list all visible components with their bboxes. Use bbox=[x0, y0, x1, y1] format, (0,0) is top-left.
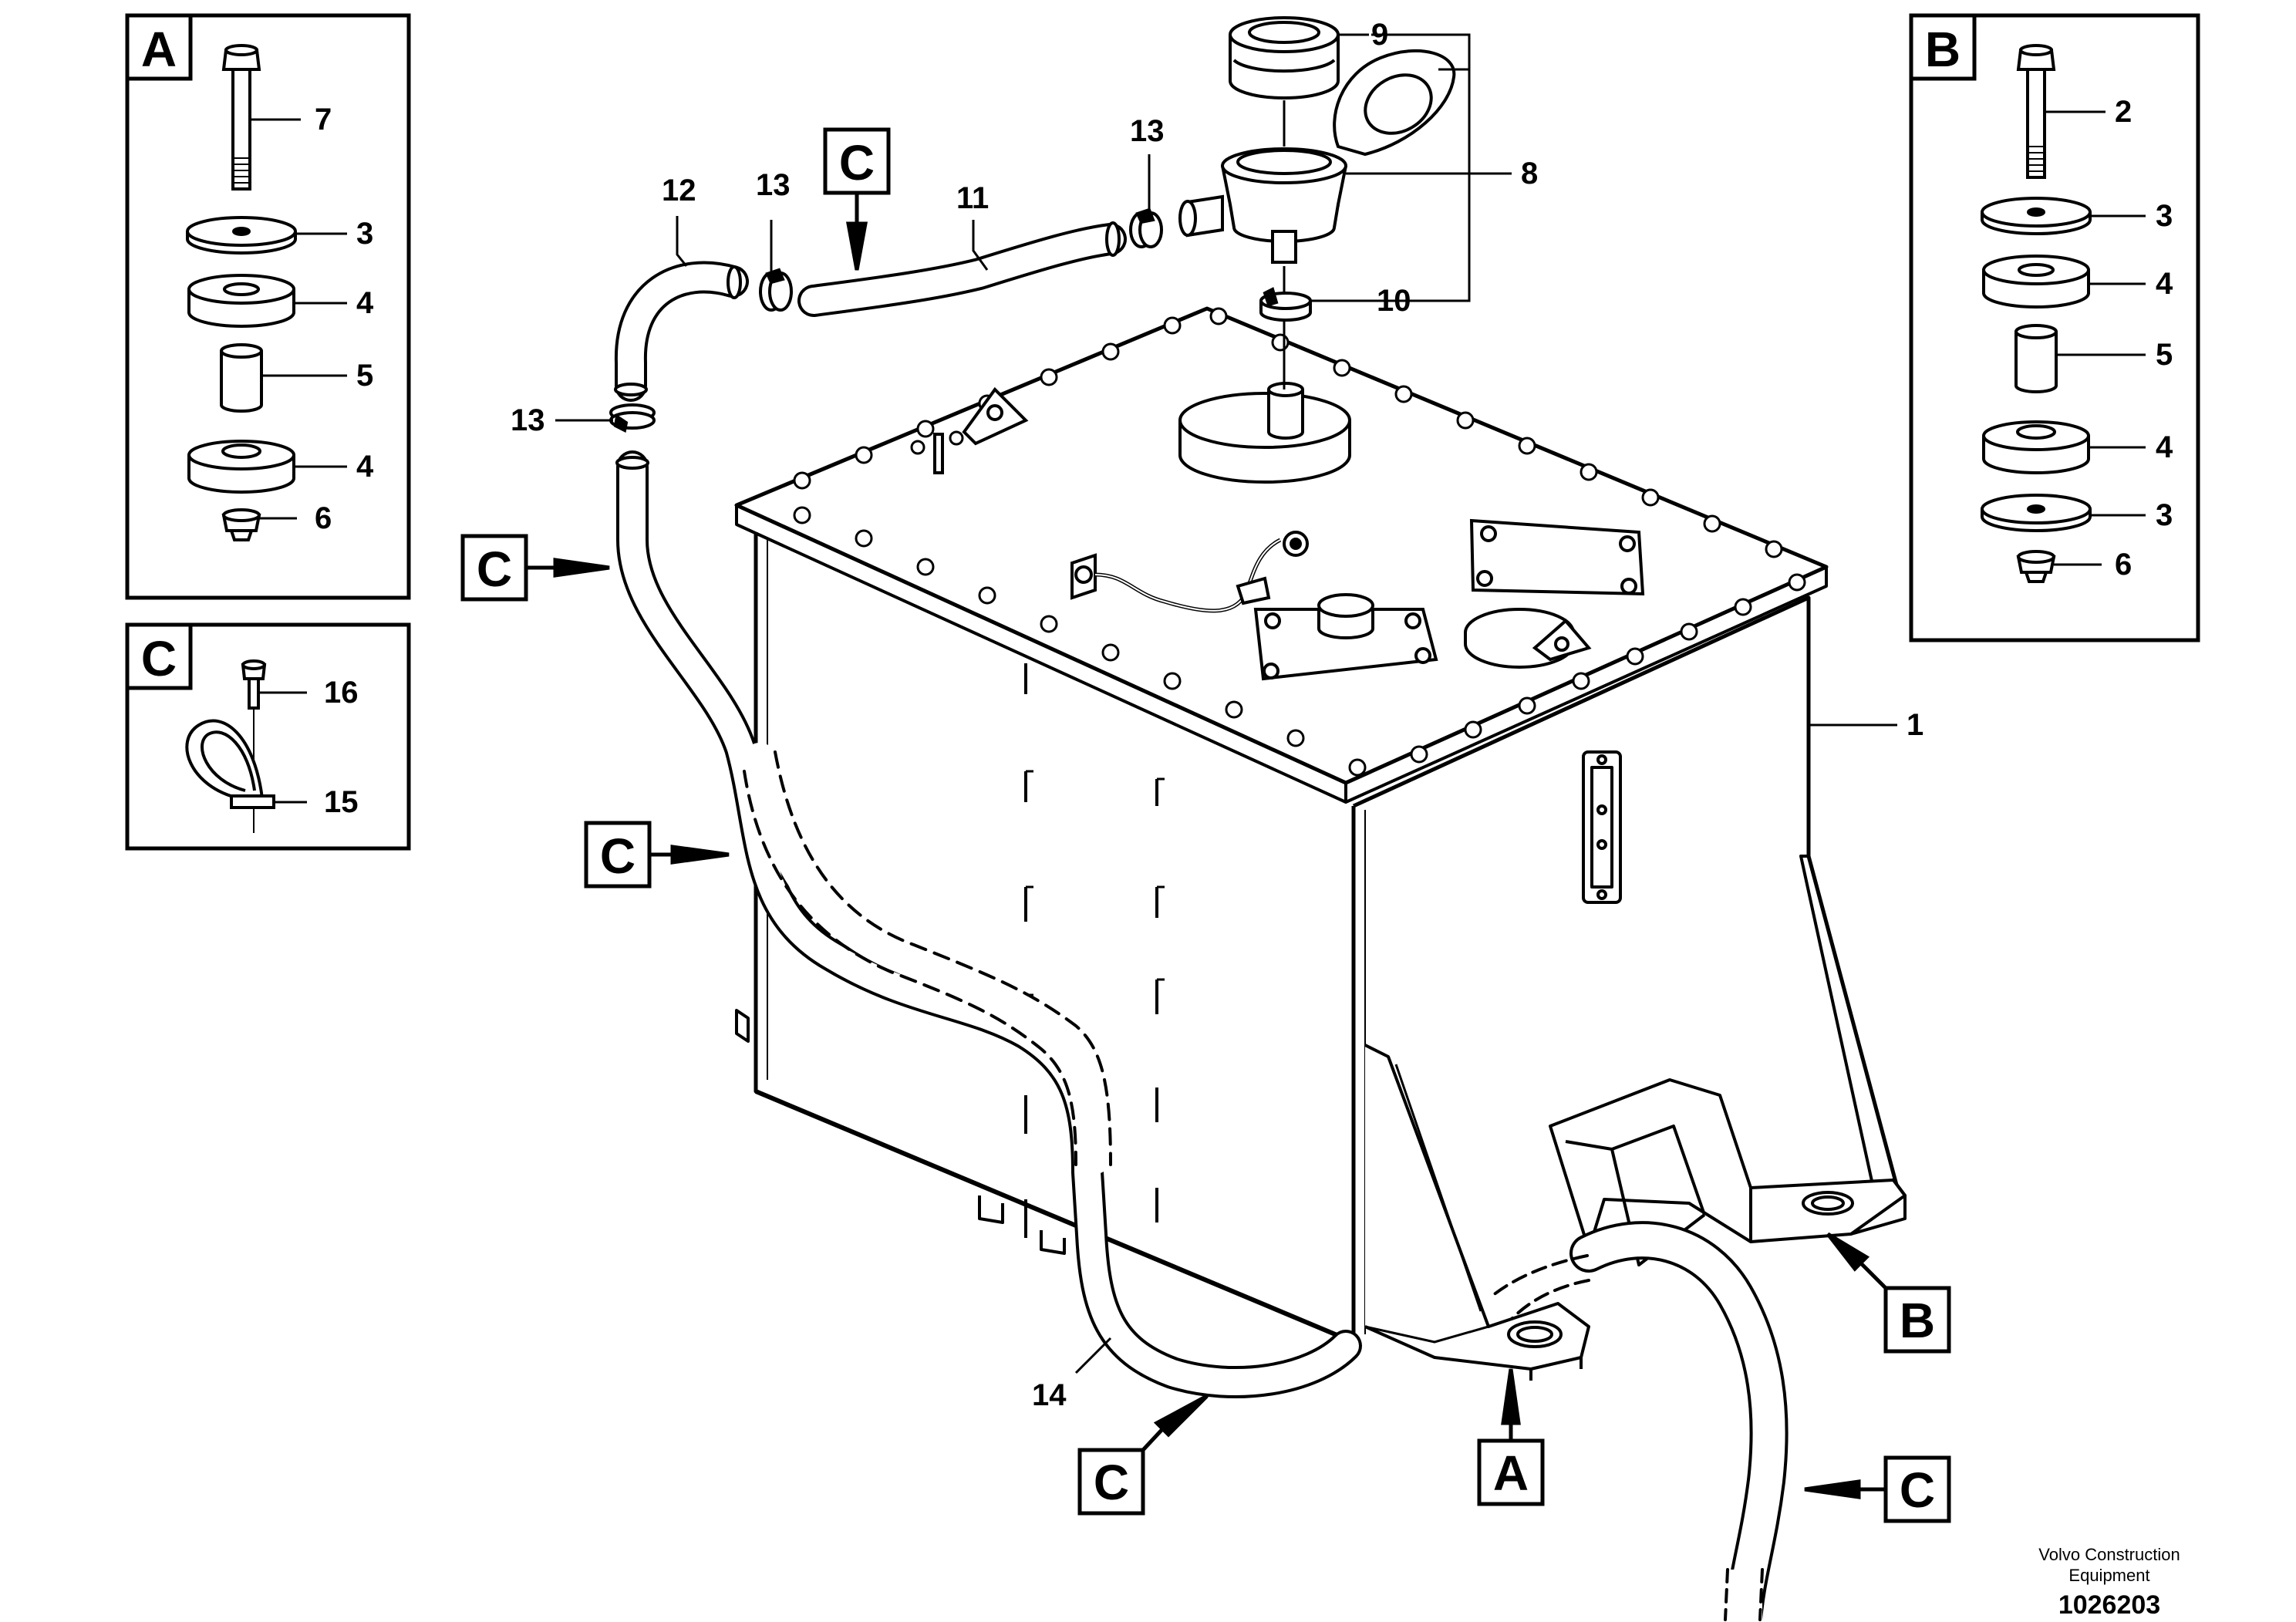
breather-filter-assembly bbox=[1178, 16, 1512, 389]
label-8: 8 bbox=[1521, 157, 1538, 191]
washer-icon bbox=[1981, 494, 2092, 532]
inset-a-panel: A bbox=[125, 13, 411, 600]
screw-icon bbox=[241, 659, 267, 710]
label-11: 11 bbox=[956, 181, 989, 215]
label-10: 10 bbox=[1377, 284, 1411, 318]
part-number-labels: 9 8 10 1 12 13 11 13 13 14 bbox=[511, 18, 1923, 1412]
callout-c-bottom-left: C bbox=[1077, 1394, 1209, 1516]
clamp-icon bbox=[759, 268, 793, 312]
label-13: 13 bbox=[756, 168, 791, 202]
label-5: 5 bbox=[2156, 338, 2173, 372]
label-12: 12 bbox=[662, 174, 696, 207]
label-13: 13 bbox=[511, 403, 545, 437]
lid-fittings bbox=[933, 382, 1645, 681]
washer-icon bbox=[186, 216, 297, 255]
label-13: 13 bbox=[1130, 114, 1165, 148]
rubber-mount-icon bbox=[1982, 255, 2090, 309]
inset-b-letter: B bbox=[1925, 22, 1961, 77]
inset-a-letter: A bbox=[141, 22, 177, 77]
inset-c-letter: C bbox=[141, 631, 177, 686]
label-2: 2 bbox=[2115, 95, 2132, 129]
label-4: 4 bbox=[2156, 267, 2173, 301]
bolt-icon bbox=[2016, 44, 2056, 179]
label-16: 16 bbox=[324, 676, 359, 710]
inset-c-panel: C 16 15 bbox=[125, 622, 411, 851]
callout-c-bottom-right: C bbox=[1804, 1455, 1951, 1523]
svg-text:C: C bbox=[839, 135, 875, 191]
callout-c-left-upper: C bbox=[460, 534, 610, 602]
label-4: 4 bbox=[356, 286, 374, 320]
label-9: 9 bbox=[1371, 18, 1388, 52]
clamp-icon bbox=[1129, 207, 1163, 248]
clamp-icon bbox=[1259, 287, 1312, 322]
label-4: 4 bbox=[2156, 430, 2173, 464]
label-7: 7 bbox=[315, 103, 332, 137]
callout-a-bottom: A bbox=[1477, 1368, 1545, 1506]
leader-lines bbox=[555, 33, 1897, 1374]
svg-text:A: A bbox=[1493, 1445, 1529, 1501]
clamps-13 bbox=[609, 207, 1163, 433]
bolt-icon bbox=[221, 44, 261, 191]
label-15: 15 bbox=[324, 785, 359, 819]
callout-c-top: C bbox=[823, 127, 891, 271]
label-3: 3 bbox=[2156, 199, 2173, 233]
callout-b-right: B bbox=[1826, 1232, 1951, 1354]
label-4: 4 bbox=[356, 450, 374, 484]
nut-icon bbox=[221, 508, 261, 541]
filler-cap-icon bbox=[1229, 16, 1340, 99]
svg-text:C: C bbox=[477, 541, 512, 597]
label-5: 5 bbox=[356, 359, 373, 393]
breather-icon bbox=[1178, 49, 1456, 264]
hose-clamp-icon bbox=[185, 719, 275, 809]
sight-glass bbox=[1582, 750, 1622, 904]
hoses bbox=[614, 221, 1789, 1622]
clamp-icon bbox=[609, 403, 656, 433]
company-name-line1: Volvo Construction bbox=[2038, 1545, 2180, 1564]
rubber-mount-icon bbox=[1982, 420, 2090, 474]
label-14: 14 bbox=[1032, 1378, 1067, 1412]
spacer-icon bbox=[2014, 324, 2058, 393]
footer: Volvo Construction Equipment 1026203 bbox=[2038, 1545, 2180, 1620]
rubber-mount-icon bbox=[187, 274, 295, 328]
callout-flags: C C C C A bbox=[460, 127, 1951, 1523]
rubber-mount-icon bbox=[187, 440, 295, 494]
company-name-line2: Equipment bbox=[2068, 1566, 2149, 1585]
label-6: 6 bbox=[2115, 548, 2132, 582]
drawing-number: 1026203 bbox=[2058, 1590, 2160, 1620]
svg-text:C: C bbox=[600, 828, 636, 884]
svg-text:C: C bbox=[1900, 1462, 1935, 1518]
label-1: 1 bbox=[1907, 708, 1923, 742]
label-6: 6 bbox=[315, 501, 332, 535]
spacer-icon bbox=[220, 343, 263, 413]
label-3: 3 bbox=[356, 217, 373, 251]
inset-b-panel: B bbox=[1909, 13, 2200, 642]
svg-text:B: B bbox=[1900, 1293, 1935, 1348]
label-3: 3 bbox=[2156, 498, 2173, 532]
callout-c-left-lower: C bbox=[584, 821, 730, 889]
washer-icon bbox=[1981, 197, 2092, 235]
nut-icon bbox=[2016, 550, 2056, 583]
svg-text:C: C bbox=[1094, 1455, 1129, 1510]
